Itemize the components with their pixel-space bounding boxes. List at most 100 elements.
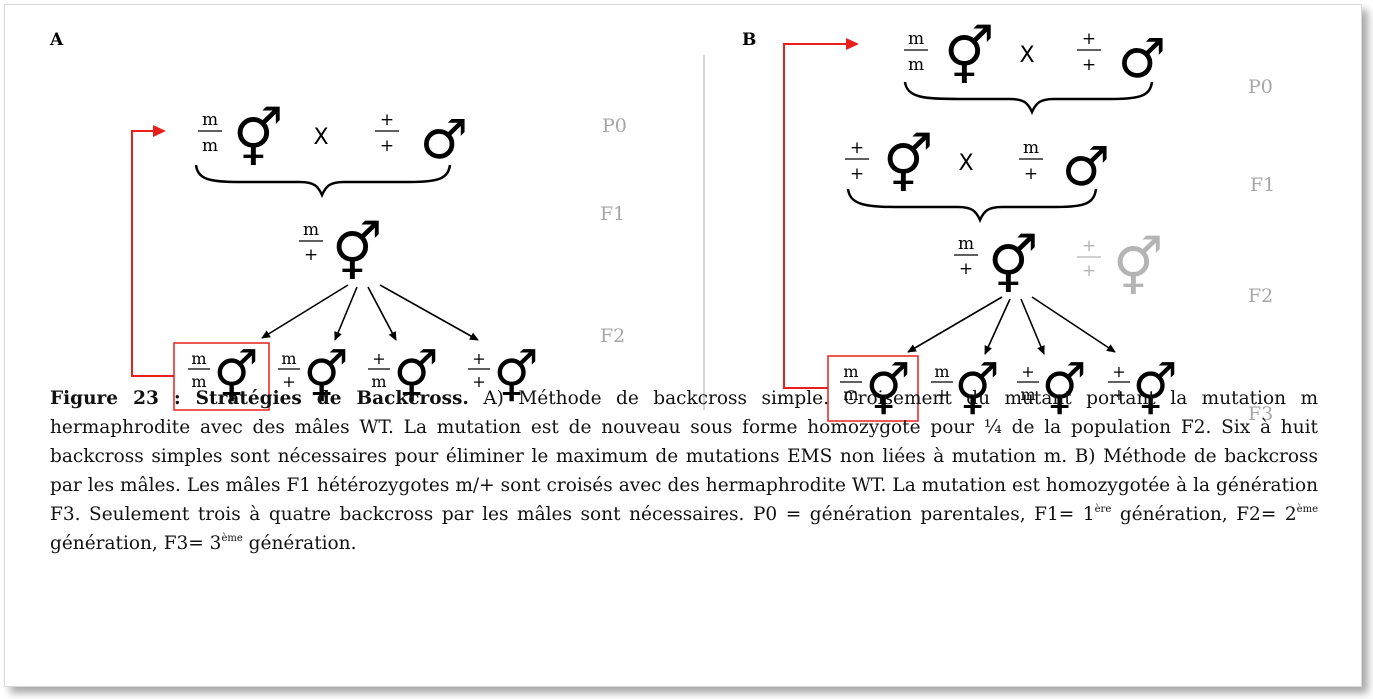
cross-symbol: X: [1019, 43, 1034, 68]
gen-label-f2: F2: [1248, 285, 1273, 307]
arrow-to-f3-3: [1020, 298, 1045, 355]
fraction-numerator: m: [958, 234, 974, 254]
caption-body: A) Méthode de backcross simple. Croiseme…: [50, 388, 1318, 525]
caption-sup: ère: [1094, 504, 1112, 515]
hermaphrodite-icon: ⚥: [944, 24, 995, 90]
caption-sup: ème: [221, 533, 243, 544]
fraction-denominator: +: [472, 372, 485, 391]
caption-title: Figure 23 : Stratégies de Backcross.: [50, 388, 469, 409]
f2-offspring-pm: + m ⚥: [368, 349, 439, 407]
fraction-numerator: m: [303, 220, 319, 240]
fraction-denominator: +: [1112, 385, 1125, 404]
cross-symbol: X: [313, 125, 328, 150]
backcross-feedback-arrow: [131, 125, 174, 377]
hermaphrodite-icon: ⚥: [303, 349, 348, 407]
cross-brace: [194, 164, 452, 199]
hermaphrodite-icon: ⚥: [865, 362, 910, 420]
fraction-denominator: m: [371, 372, 386, 391]
fraction-denominator: +: [1082, 261, 1096, 281]
panel-a-label: A: [49, 30, 64, 50]
hermaphrodite-icon: ⚥: [493, 349, 538, 407]
fraction-numerator: m: [202, 110, 218, 130]
fraction-denominator: +: [1082, 55, 1096, 75]
male-icon: ♂: [420, 108, 468, 171]
arrow-to-f3-1: [907, 296, 1003, 353]
p0-hermaphrodite-mm: m m ⚥: [904, 24, 994, 90]
hermaphrodite-icon: ⚥: [332, 220, 383, 286]
fraction-denominator: m: [843, 385, 858, 404]
f3-offspring-mm: m m ⚥: [840, 362, 911, 420]
f3-offspring-pp: + + ⚥: [1108, 362, 1178, 420]
cross-symbol: X: [958, 151, 973, 176]
arrow-to-f2-2: [334, 286, 358, 341]
gen-label-f2: F2: [600, 325, 625, 347]
hermaphrodite-icon: ⚥: [1132, 362, 1177, 420]
figure-caption: Figure 23 : Stratégies de Backcross. A) …: [50, 384, 1318, 558]
p0-male-wt: + + ♂: [1077, 27, 1166, 90]
f2-offspring-pp: + + ⚥: [468, 349, 539, 407]
fraction-denominator: m: [908, 55, 924, 75]
fraction-numerator: m: [934, 362, 949, 381]
figure-frame: [4, 4, 1362, 687]
hermaphrodite-icon: ⚥: [1041, 362, 1086, 420]
arrow-to-f2-3: [367, 286, 397, 341]
hermaphrodite-icon: ⚥: [393, 349, 438, 407]
fraction-numerator: +: [380, 110, 394, 130]
f1-hermaphrodite-mp: m + ⚥: [299, 220, 382, 286]
male-icon: ♂: [1118, 27, 1166, 90]
fraction-numerator: +: [1021, 362, 1034, 381]
arrow-to-f2-4: [379, 284, 479, 341]
hermaphrodite-icon: ⚥: [988, 233, 1039, 299]
f3-offspring-mp: m + ⚥: [931, 362, 1000, 420]
cross-brace: [903, 81, 1154, 116]
arrow-to-f3-2: [984, 298, 1011, 355]
panel-b-label: B: [742, 30, 756, 50]
fraction-denominator: +: [380, 136, 394, 156]
f2-hermaphrodite-wt-faded: + + ⚥: [1077, 235, 1163, 301]
fraction-denominator: +: [282, 372, 295, 391]
gen-label-f1: F1: [1250, 174, 1275, 196]
fraction-denominator: +: [959, 259, 973, 279]
fraction-denominator: m: [1020, 385, 1035, 404]
p0-male-wt: + + ♂: [375, 108, 468, 171]
fraction-numerator: m: [191, 349, 206, 368]
fraction-numerator: +: [472, 349, 485, 368]
fraction-numerator: +: [850, 138, 864, 158]
fraction-numerator: m: [908, 29, 924, 49]
fraction-numerator: +: [1082, 236, 1096, 256]
f2-offspring-mm: m m ⚥: [188, 349, 259, 407]
f2-offspring-mp: m + ⚥: [278, 349, 349, 407]
fraction-numerator: +: [1112, 362, 1125, 381]
gen-label-p0: P0: [1248, 76, 1273, 98]
caption-text: génération, F2= 2: [1111, 504, 1297, 525]
f1-hermaphrodite-wt: + + ⚥: [845, 132, 933, 198]
backcross-feedback-arrow: [783, 38, 859, 389]
caption-text: génération, F3= 3: [50, 533, 222, 554]
f3-offspring-pm: + m ⚥: [1017, 362, 1087, 420]
fraction-numerator: m: [843, 362, 858, 381]
cross-brace: [846, 188, 1098, 224]
caption-text: génération.: [242, 533, 357, 554]
hermaphrodite-icon: ⚥: [233, 106, 284, 172]
f1-male-mp: m + ♂: [1019, 135, 1110, 198]
gen-label-f1: F1: [600, 203, 625, 225]
fraction-numerator: +: [372, 349, 385, 368]
fraction-denominator: +: [850, 164, 864, 184]
panel-a: P0 F1 F2 m m ⚥ X + + ♂ m + ⚥: [131, 106, 627, 411]
fraction-numerator: m: [1023, 138, 1039, 158]
hermaphrodite-icon: ⚥: [213, 349, 258, 407]
hermaphrodite-icon: ⚥: [954, 362, 999, 420]
fraction-denominator: m: [202, 136, 218, 156]
caption-sup: ème: [1296, 504, 1318, 515]
arrow-to-f2-1: [261, 284, 349, 339]
gen-label-f3: F3: [1248, 403, 1273, 425]
panel-b: P0 F1 F2 F3 m m ⚥ X + + ♂ + + ⚥ X m: [783, 24, 1275, 425]
male-icon: ♂: [1062, 135, 1110, 198]
gen-label-p0: P0: [602, 115, 627, 137]
fraction-denominator: +: [1024, 164, 1038, 184]
hermaphrodite-icon: ⚥: [883, 132, 934, 198]
fraction-denominator: +: [935, 385, 948, 404]
hermaphrodite-icon: ⚥: [1113, 235, 1164, 301]
fraction-numerator: m: [281, 349, 296, 368]
fraction-denominator: +: [304, 245, 318, 265]
